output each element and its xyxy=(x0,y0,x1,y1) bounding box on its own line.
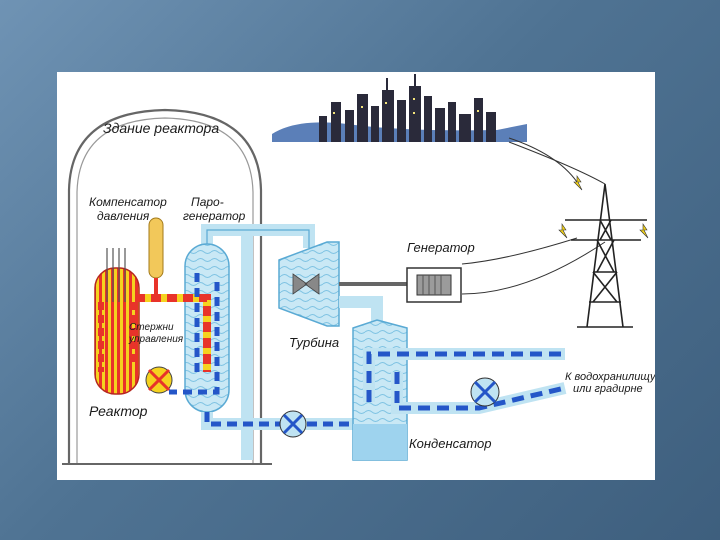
transmission-tower-icon xyxy=(565,183,647,328)
feedwater-pump-icon xyxy=(279,410,307,438)
label-steam-generator-2: генератор xyxy=(183,209,246,223)
exhaust-steam-pipe xyxy=(339,296,383,322)
reactor-vessel xyxy=(94,248,140,395)
label-pressurizer-1: Компенсатор xyxy=(89,195,167,209)
primary-hot-loop xyxy=(98,294,211,372)
transmission-lines xyxy=(461,137,606,295)
label-reactor: Реактор xyxy=(89,403,148,419)
cooling-water-loop xyxy=(363,348,567,414)
feedwater-line xyxy=(201,412,357,430)
lightning-sparks-icon xyxy=(558,175,649,239)
label-control-rods-1: Стержни xyxy=(129,322,174,333)
label-generator: Генератор xyxy=(407,240,475,255)
primary-cold-loop xyxy=(169,272,220,395)
reactor-building xyxy=(67,108,263,464)
diagram-panel: Здание реактора xyxy=(57,72,655,480)
label-condenser: Конденсатор xyxy=(409,436,492,451)
city-skyline-icon xyxy=(272,74,527,142)
steam-pipe xyxy=(201,224,315,460)
diagram-title: Здание реактора xyxy=(103,120,219,136)
label-pressurizer-2: давления xyxy=(97,209,150,223)
label-reservoir-1: К водохранилищу xyxy=(565,371,655,383)
label-reservoir-2: или градирне xyxy=(573,383,643,395)
cooling-pump-icon xyxy=(470,377,500,407)
label-turbine: Турбина xyxy=(289,335,339,350)
reactor-building-inner xyxy=(76,117,254,464)
label-control-rods-2: управления xyxy=(128,334,184,345)
component-labels: Компенсатор давления Паро- генератор Сте… xyxy=(89,195,655,451)
pressurizer xyxy=(148,217,164,294)
label-steam-generator-1: Паро- xyxy=(191,195,224,209)
turbine xyxy=(278,241,407,327)
generator xyxy=(406,267,462,303)
primary-pump-icon xyxy=(145,366,173,394)
npp-diagram: Здание реактора xyxy=(62,74,655,465)
